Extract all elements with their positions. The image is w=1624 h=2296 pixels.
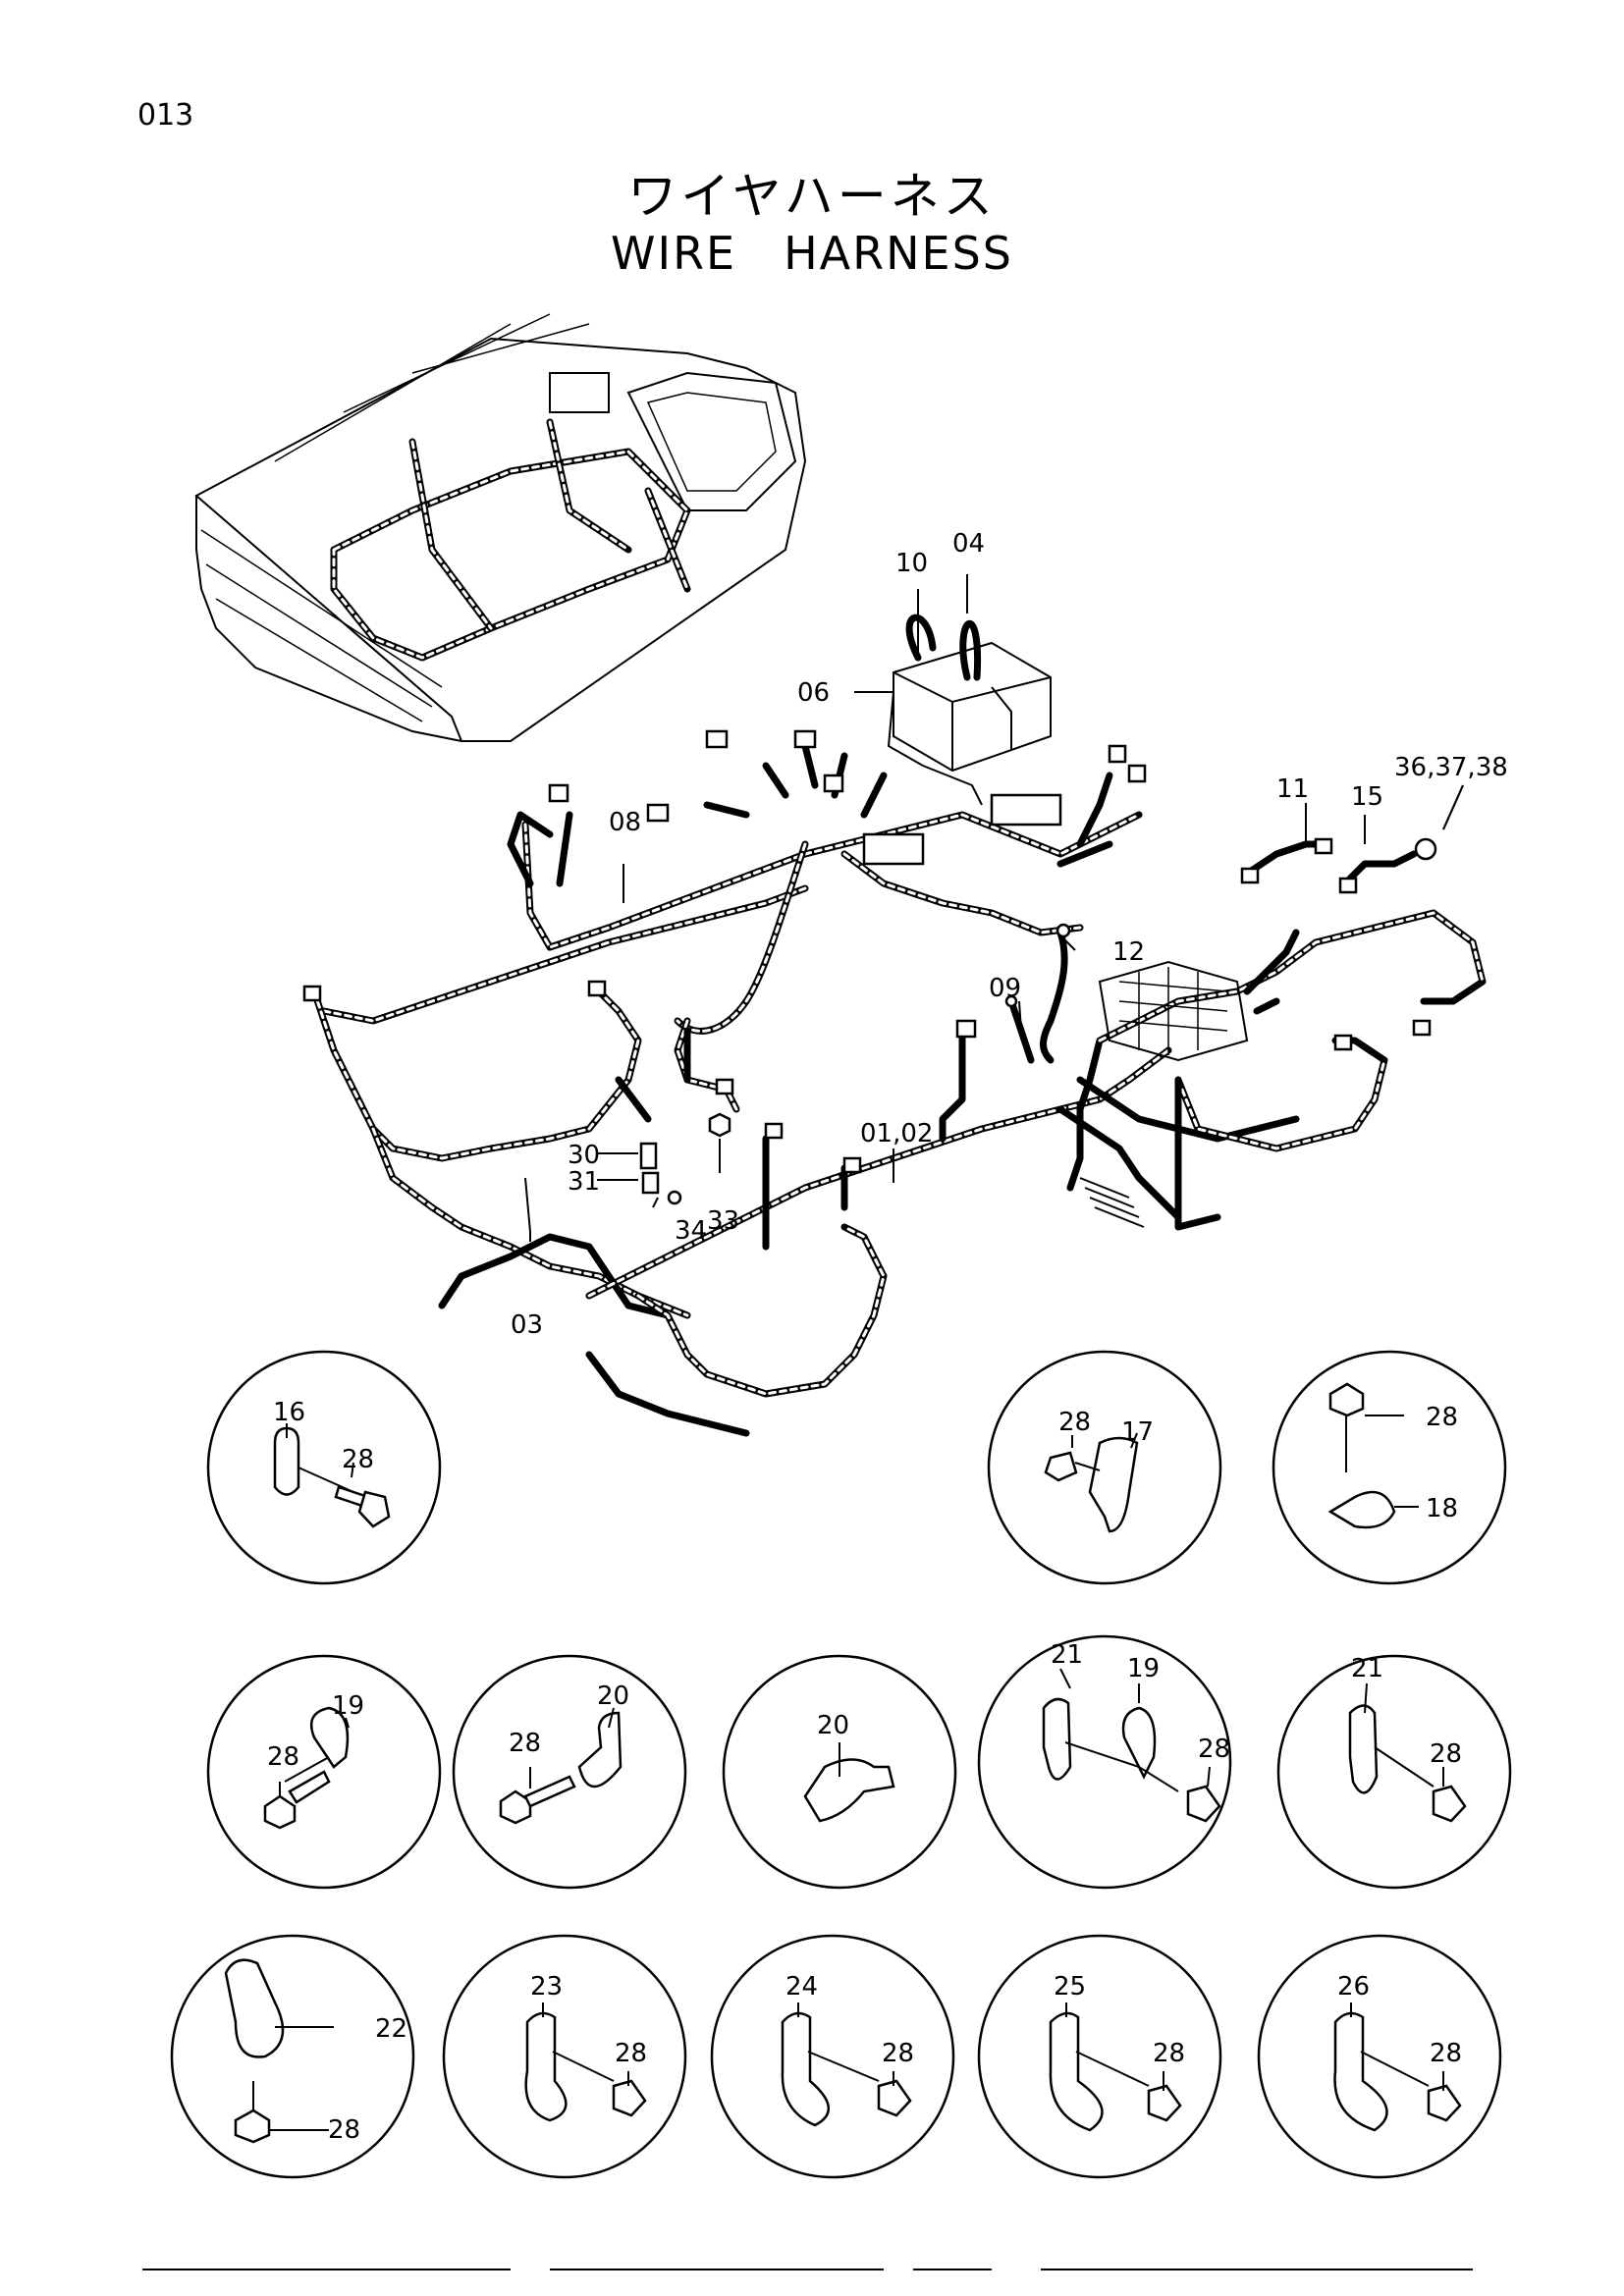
detail-label: 19 bbox=[332, 1691, 364, 1721]
detail-circle-21 bbox=[1276, 1654, 1512, 1890]
callout-01-02: 01,02 bbox=[860, 1119, 933, 1148]
connector bbox=[646, 803, 670, 823]
relay-block bbox=[862, 832, 925, 866]
connector bbox=[1333, 1034, 1353, 1051]
detail-circle-24 bbox=[710, 1934, 955, 2179]
detail-circle-16 bbox=[206, 1350, 442, 1585]
callout-33: 33 bbox=[707, 1206, 739, 1236]
harness-01-02 bbox=[585, 1019, 1300, 1437]
detail-circle-26 bbox=[1257, 1934, 1502, 2179]
callout-10: 10 bbox=[895, 549, 928, 578]
relay-block bbox=[990, 793, 1062, 827]
callout-11: 11 bbox=[1276, 774, 1309, 804]
connector bbox=[764, 1122, 784, 1140]
callout-03: 03 bbox=[511, 1310, 543, 1340]
title-english: WIRE HARNESS bbox=[611, 227, 1013, 280]
detail-label: 26 bbox=[1337, 1972, 1370, 2002]
detail-circle-22 bbox=[170, 1934, 415, 2179]
callout-15: 15 bbox=[1351, 782, 1383, 812]
callout-36-37-38: 36,37,38 bbox=[1394, 753, 1508, 782]
harness-right bbox=[1066, 909, 1487, 1231]
detail-label: 28 bbox=[509, 1729, 541, 1758]
connector bbox=[1412, 1019, 1432, 1037]
detail-label: 25 bbox=[1054, 1972, 1086, 2002]
battery-assembly bbox=[887, 614, 1052, 806]
callout-12: 12 bbox=[1112, 937, 1145, 967]
connector bbox=[823, 774, 844, 793]
connector bbox=[1127, 764, 1147, 783]
battery-box bbox=[549, 372, 610, 413]
detail-label: 28 bbox=[1426, 1403, 1458, 1432]
detail-label: 28 bbox=[1430, 1739, 1462, 1769]
machine-body-outline bbox=[194, 313, 807, 742]
detail-label: 21 bbox=[1351, 1654, 1383, 1683]
detail-label: 28 bbox=[342, 1445, 374, 1474]
connector bbox=[842, 1156, 862, 1174]
callout-31: 31 bbox=[568, 1167, 600, 1197]
detail-circle-18 bbox=[1272, 1350, 1507, 1585]
detail-label: 16 bbox=[273, 1398, 305, 1427]
connector bbox=[587, 980, 607, 997]
leader-lines bbox=[524, 574, 1464, 1242]
detail-label: 20 bbox=[597, 1682, 629, 1711]
detail-label: 28 bbox=[1153, 2039, 1185, 2068]
harness-08 bbox=[320, 729, 1147, 1113]
callout-09: 09 bbox=[989, 974, 1021, 1003]
page-number: 013 bbox=[137, 98, 194, 133]
detail-label: 22 bbox=[375, 2014, 407, 2044]
connector bbox=[955, 1019, 977, 1039]
detail-circle-20a bbox=[452, 1654, 687, 1890]
detail-label: 17 bbox=[1121, 1417, 1154, 1447]
harness-03 bbox=[302, 980, 734, 1319]
detail-label: 28 bbox=[882, 2039, 914, 2068]
detail-labels: 16 28 28 17 28 18 19 28 20 28 20 21 19 2… bbox=[267, 1398, 1462, 2145]
connector bbox=[548, 783, 569, 803]
detail-label: 19 bbox=[1127, 1654, 1160, 1683]
detail-label: 28 bbox=[328, 2115, 360, 2145]
callout-34: 34 bbox=[675, 1216, 707, 1246]
detail-label: 28 bbox=[267, 1742, 299, 1772]
detail-label: 18 bbox=[1426, 1494, 1458, 1523]
detail-label: 28 bbox=[1058, 1408, 1091, 1437]
detail-label: 28 bbox=[615, 2039, 647, 2068]
detail-label: 28 bbox=[1430, 2039, 1462, 2068]
title-japanese: ワイヤハーネス bbox=[627, 168, 997, 225]
connector bbox=[302, 985, 322, 1002]
callout-30: 30 bbox=[568, 1141, 600, 1170]
callout-06: 06 bbox=[797, 678, 830, 708]
detail-part-sketches bbox=[224, 1382, 1467, 2144]
connector bbox=[793, 729, 817, 749]
connector bbox=[715, 1078, 734, 1095]
callout-04: 04 bbox=[952, 529, 985, 559]
connector bbox=[1108, 744, 1127, 764]
detail-label: 20 bbox=[817, 1711, 849, 1740]
detail-label: 21 bbox=[1051, 1640, 1083, 1670]
detail-label: 28 bbox=[1198, 1735, 1230, 1764]
fuse-box bbox=[1098, 960, 1249, 1062]
detail-label: 24 bbox=[785, 1972, 818, 2002]
detail-circle-21-19 bbox=[977, 1634, 1232, 1890]
callout-08: 08 bbox=[609, 808, 641, 837]
detail-label: 23 bbox=[530, 1972, 563, 2002]
connector bbox=[705, 729, 729, 749]
clip-parts bbox=[639, 1112, 731, 1205]
callout-labels: 10 04 06 08 11 15 36,37,38 12 09 01,02 3… bbox=[511, 529, 1508, 1340]
